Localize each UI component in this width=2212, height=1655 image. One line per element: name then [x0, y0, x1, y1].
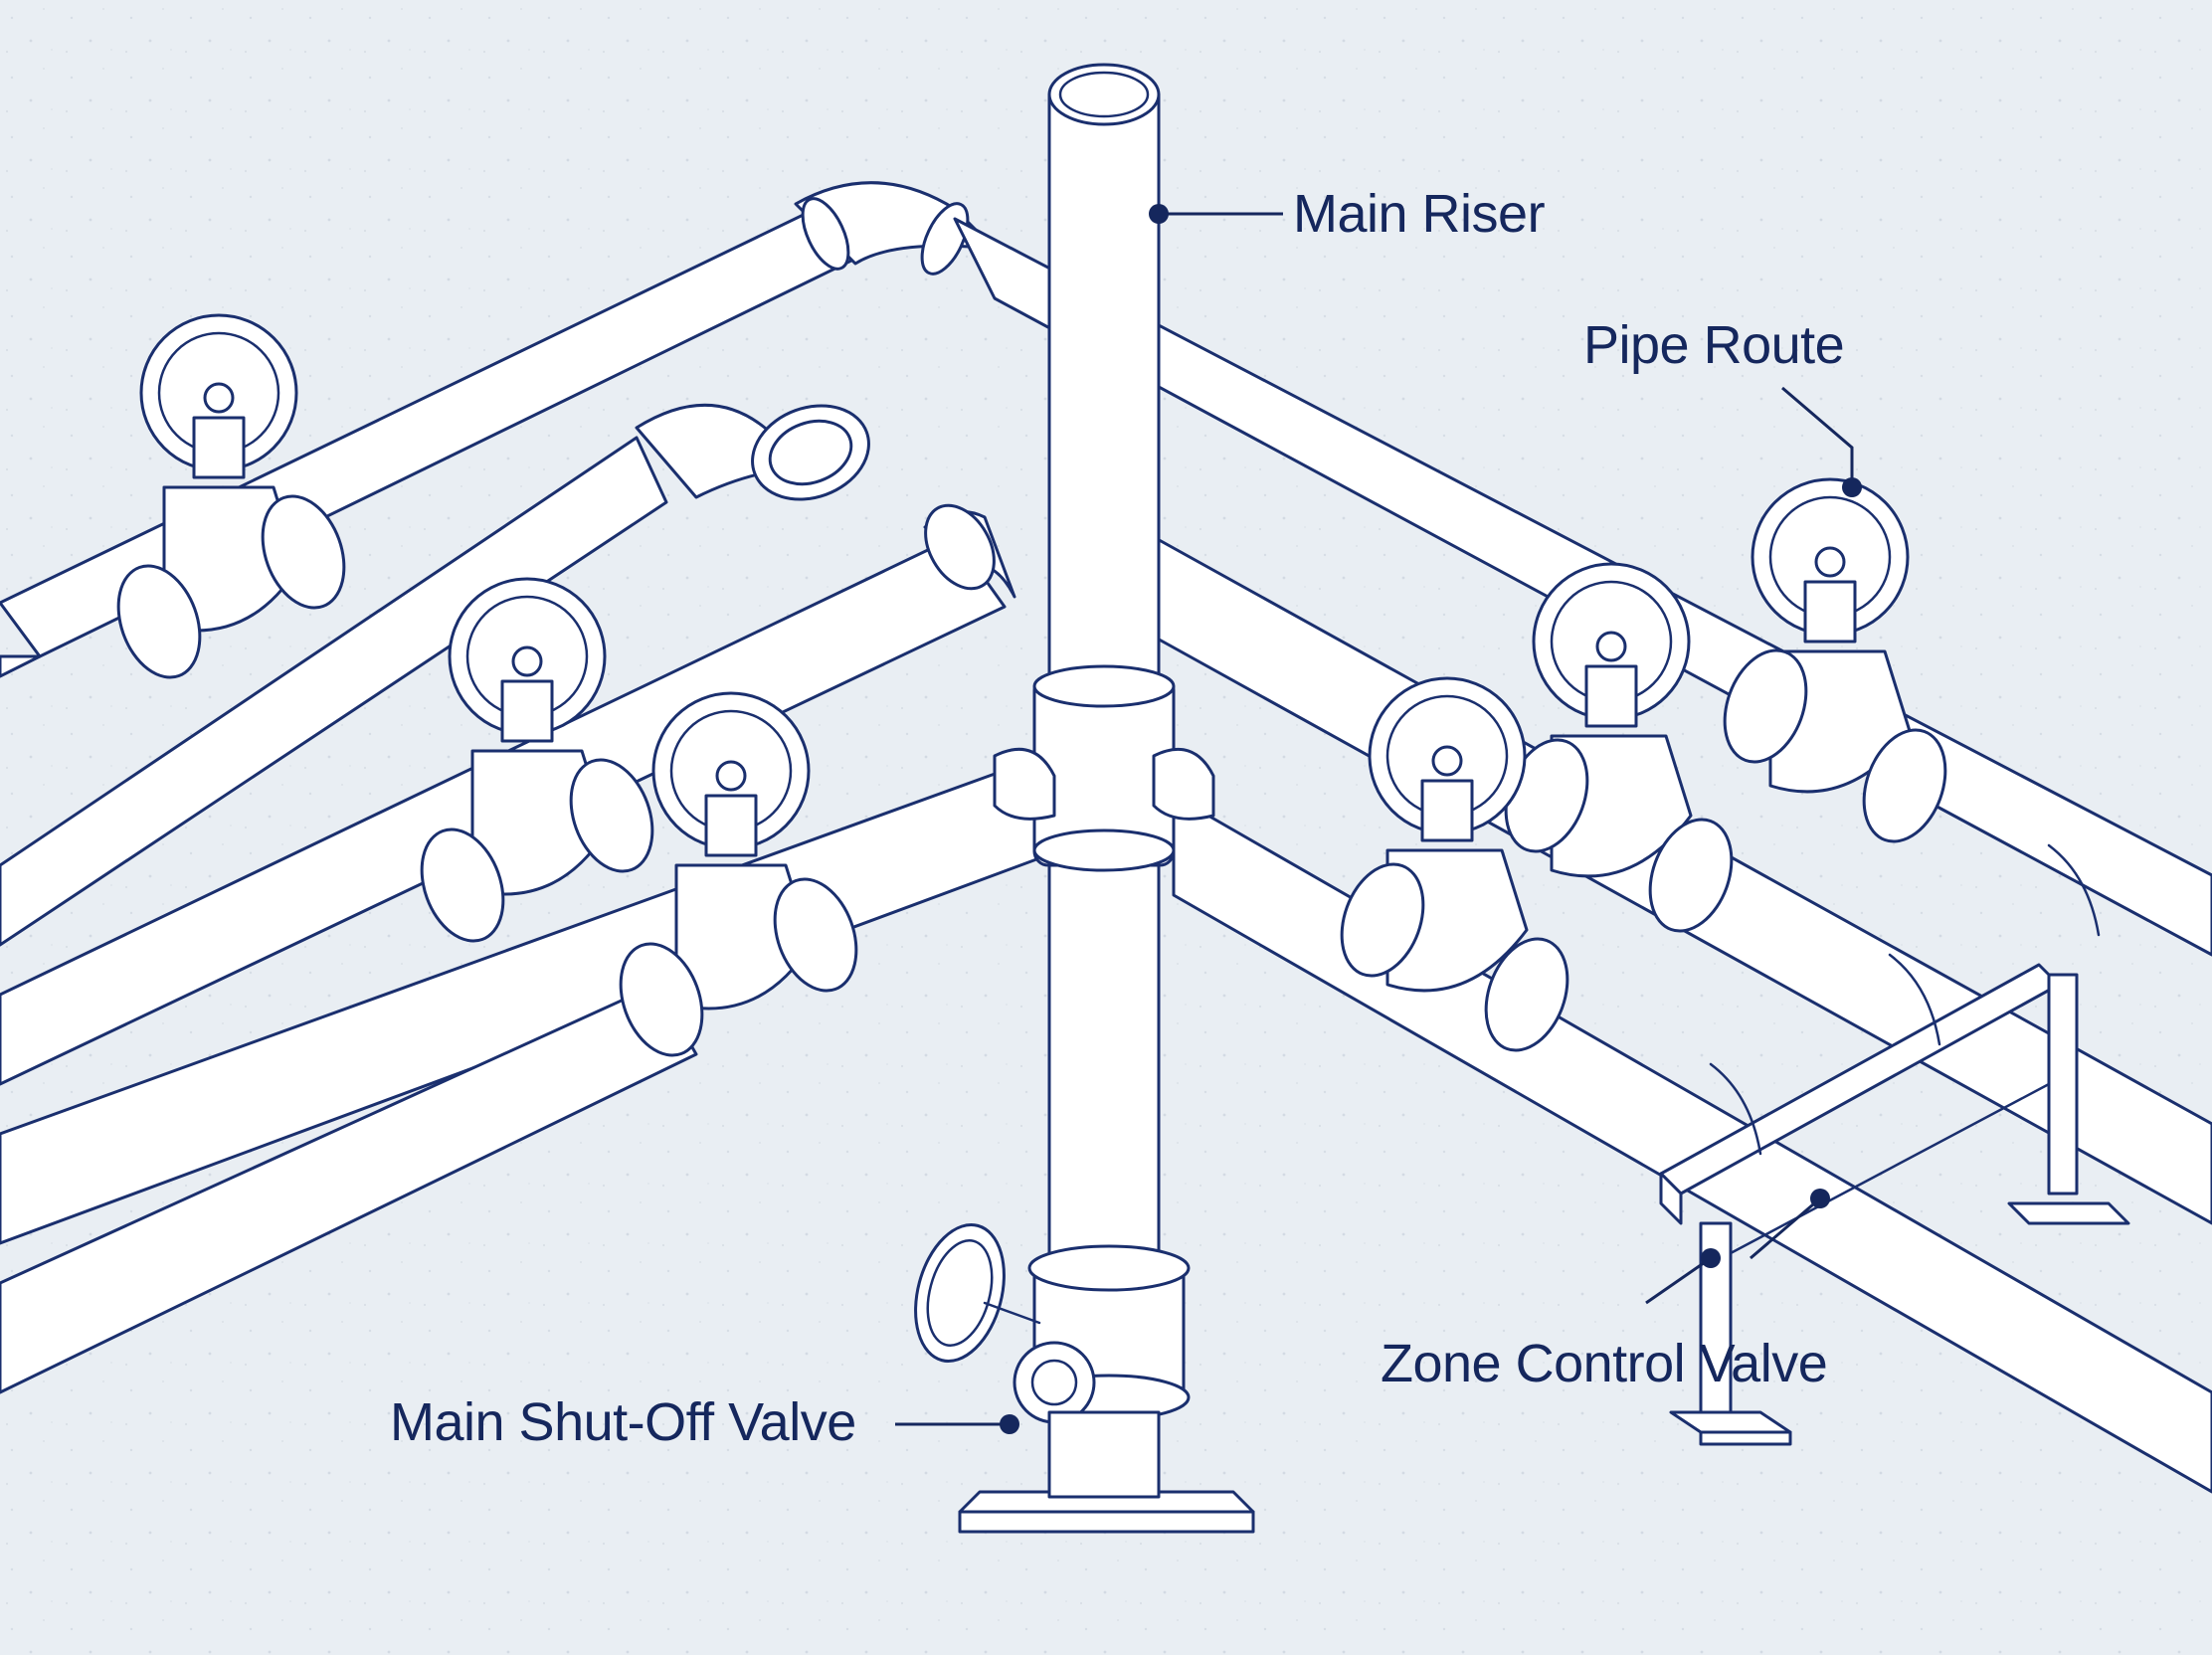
zone-control-valve-dot-b: [1810, 1189, 1830, 1208]
pipe-clamps: [1709, 843, 2101, 1156]
label-main-riser: Main Riser: [1149, 184, 1546, 244]
main-shutoff-valve-label: Main Shut-Off Valve: [390, 1392, 856, 1452]
pipe-support-stand: [1659, 963, 2130, 1446]
label-main-shutoff-valve: Main Shut-Off Valve: [390, 1392, 1019, 1452]
pipe-route-label: Pipe Route: [1583, 315, 1844, 375]
valve-right-3: [1340, 676, 1569, 1052]
valve-left-2: [420, 577, 654, 943]
main-shutoff-valve-dot: [1000, 1414, 1019, 1434]
pipe-second-left: [0, 403, 870, 947]
zone-control-valve-leader-b: [1750, 1196, 1821, 1260]
zone-control-valve-leader-a: [1645, 1256, 1712, 1305]
pipe-route-leader: [1781, 386, 1854, 484]
main-riser-label: Main Riser: [1293, 184, 1546, 244]
pipe-lower-left: [0, 983, 698, 1394]
label-zone-control-valve: Zone Control Valve: [1381, 1189, 1830, 1393]
label-pipe-route: Pipe Route: [1583, 315, 1862, 497]
zone-control-valve-label: Zone Control Valve: [1381, 1334, 1827, 1393]
valve-left-3: [619, 691, 858, 1057]
main-riser-pipe: [993, 63, 1215, 1449]
main-shutoff-valve-body: [914, 1223, 1255, 1534]
valve-right-2: [1504, 562, 1734, 933]
pipe-route-dot: [1842, 477, 1862, 497]
zone-control-valve-dot-a: [1701, 1248, 1721, 1268]
main-riser-dot: [1149, 204, 1169, 224]
valve-right-1: [1723, 477, 1947, 843]
valve-left-1: [116, 313, 346, 679]
